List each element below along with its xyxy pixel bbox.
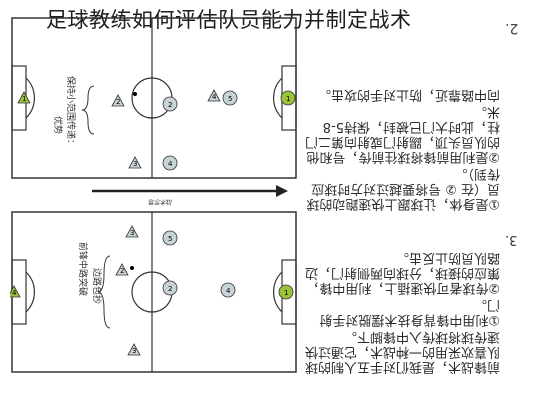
svg-text:3: 3 [132, 347, 136, 355]
side-label: 保持小范围传递： [65, 76, 77, 148]
pitch-outline [11, 17, 297, 179]
player-marker: 3 [127, 343, 141, 356]
arrow-caption: 战术示意 [148, 198, 173, 205]
section-number: 3. [505, 232, 518, 247]
note-paragraph: ①是身体，让球跟上快速跑动的球员（在 ② 号将要越过对方时球应传到）。 [306, 166, 500, 211]
player-marker: 5 [162, 230, 178, 246]
svg-text:3: 3 [130, 229, 134, 237]
svg-text:1: 1 [22, 95, 26, 103]
svg-text:2: 2 [168, 101, 172, 109]
note-paragraph: ①利用中锋背身技术摆脱对手射门。 [319, 297, 500, 327]
side-note: 优势 [52, 116, 64, 134]
brace [81, 85, 95, 135]
player-marker: 3 [125, 225, 139, 238]
page-number: 2. [505, 20, 519, 36]
svg-text:4: 4 [168, 160, 173, 168]
player-marker: 1 [280, 90, 296, 106]
svg-text:1: 1 [286, 95, 290, 103]
player-marker: 4 [220, 282, 236, 298]
note-paragraph: 前锋战术，是我们对手五人制的球队喜欢采用的一种战术，它通过快速传球将球传入中锋脚… [304, 329, 500, 374]
ball [130, 266, 134, 270]
note-paragraph: ②是利用前锋将球往前传，号和他的队员头顶，踢射门或射向第二门柱，此时大门已被封，… [304, 104, 500, 164]
player-marker: 2 [111, 94, 125, 107]
player-marker: 4 [10, 285, 21, 298]
left-penalty-arc [25, 77, 35, 119]
player-marker: 4 [162, 155, 178, 171]
player-marker: 2 [162, 280, 178, 296]
notes-top: ①是身体，让球跟上快速跑动的球员（在 ② 号将要越过对方时球应传到）。 ②是利用… [300, 36, 500, 211]
svg-text:5: 5 [228, 95, 232, 103]
ball [133, 92, 137, 96]
player-marker: 1 [278, 284, 294, 300]
player-marker: 3 [128, 156, 142, 169]
transition-arrow [92, 185, 288, 197]
player-marker: 2 [115, 263, 129, 276]
brace [97, 255, 111, 329]
svg-text:4: 4 [212, 93, 217, 101]
svg-text:1: 1 [284, 289, 288, 297]
tactics-diagram-top: 保持小范围传递： 优势 1 2 2 3 4 4 5 1 [11, 17, 297, 179]
note-paragraph: ②传球者可快速插上，利用中锋，策应的接球，分球向两侧射门，边路队员防止反击。 [304, 250, 500, 295]
player-marker: 2 [162, 96, 178, 112]
player-marker: 5 [222, 90, 238, 106]
left-penalty-arc [25, 271, 35, 313]
note-paragraph: 向中路靠近，防止对手的攻击。 [317, 87, 500, 102]
right-penalty-arc [273, 271, 283, 313]
svg-text:2: 2 [120, 267, 124, 275]
player-marker: 1 [17, 91, 31, 104]
right-penalty-arc [273, 77, 283, 119]
notes-bottom: 前锋战术，是我们对手五人制的球队喜欢采用的一种战术，它通过快速传球将球传入中锋脚… [300, 224, 500, 374]
svg-text:4: 4 [12, 289, 17, 297]
side-note: 边路包抄 [91, 268, 103, 304]
page-title: 足球教练如何评估队员能力并制定战术 [44, 4, 414, 34]
svg-text:2: 2 [116, 98, 120, 106]
side-label: 前锋中路突破 [77, 242, 89, 296]
svg-text:4: 4 [226, 287, 231, 295]
tactics-diagram-bottom: 前锋中路突破 边路包抄 5 3 2 2 4 4 3 1 [10, 211, 297, 373]
svg-text:5: 5 [168, 235, 172, 243]
svg-text:2: 2 [168, 285, 172, 293]
player-marker: 4 [207, 89, 221, 102]
svg-text:3: 3 [133, 160, 137, 168]
pitch-outline [11, 211, 297, 373]
